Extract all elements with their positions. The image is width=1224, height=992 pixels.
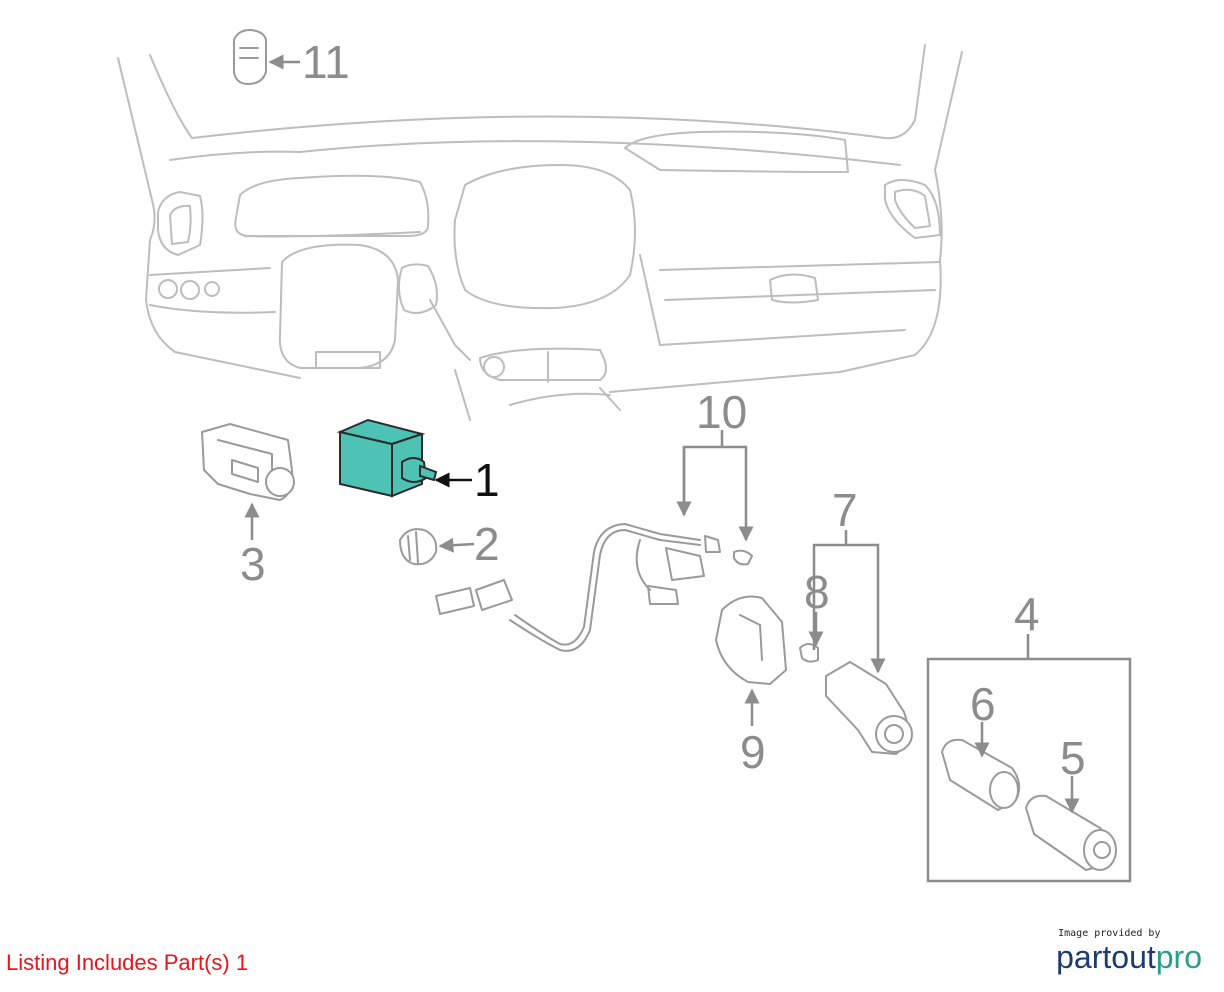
part-10-wiring-harness[interactable] [435, 523, 753, 652]
callout-11: 11 [302, 36, 350, 88]
listing-note: Listing Includes Part(s) 1 [6, 950, 249, 975]
callout-2: 2 [474, 518, 500, 570]
callout-5: 5 [1060, 732, 1086, 784]
callout-labels: 11 1 2 3 10 7 8 9 4 6 5 [240, 36, 1086, 784]
part-1-switch[interactable] [336, 418, 438, 498]
logo-text-part1: partout [1056, 939, 1156, 975]
callout-1: 1 [474, 454, 500, 506]
part-11-bracket[interactable] [233, 29, 267, 85]
part-5-lighter-element[interactable] [1025, 794, 1117, 871]
callout-8: 8 [804, 566, 830, 618]
callout-9: 9 [740, 726, 766, 778]
logo-text-part2: pro [1155, 939, 1202, 975]
part-2-knob[interactable] [399, 528, 438, 566]
part-6-lighter-socket[interactable] [941, 738, 1021, 811]
part-9-bracket[interactable] [715, 595, 787, 685]
part-8-bulb[interactable] [799, 643, 819, 663]
part-3-switch-housing[interactable] [201, 423, 295, 501]
callout-7: 7 [832, 484, 858, 536]
leader-lines [244, 54, 1080, 814]
image-credit: Image provided by partoutpro [1056, 928, 1202, 975]
callout-6: 6 [970, 678, 996, 730]
callout-4: 4 [1014, 588, 1040, 640]
callout-10: 10 [696, 386, 747, 438]
partoutpro-logo[interactable]: partoutpro [1056, 939, 1202, 975]
dashboard-outline [117, 44, 963, 421]
part-7-socket[interactable] [825, 661, 913, 755]
credit-small-text: Image provided by [1058, 928, 1161, 939]
callout-3: 3 [240, 538, 266, 590]
